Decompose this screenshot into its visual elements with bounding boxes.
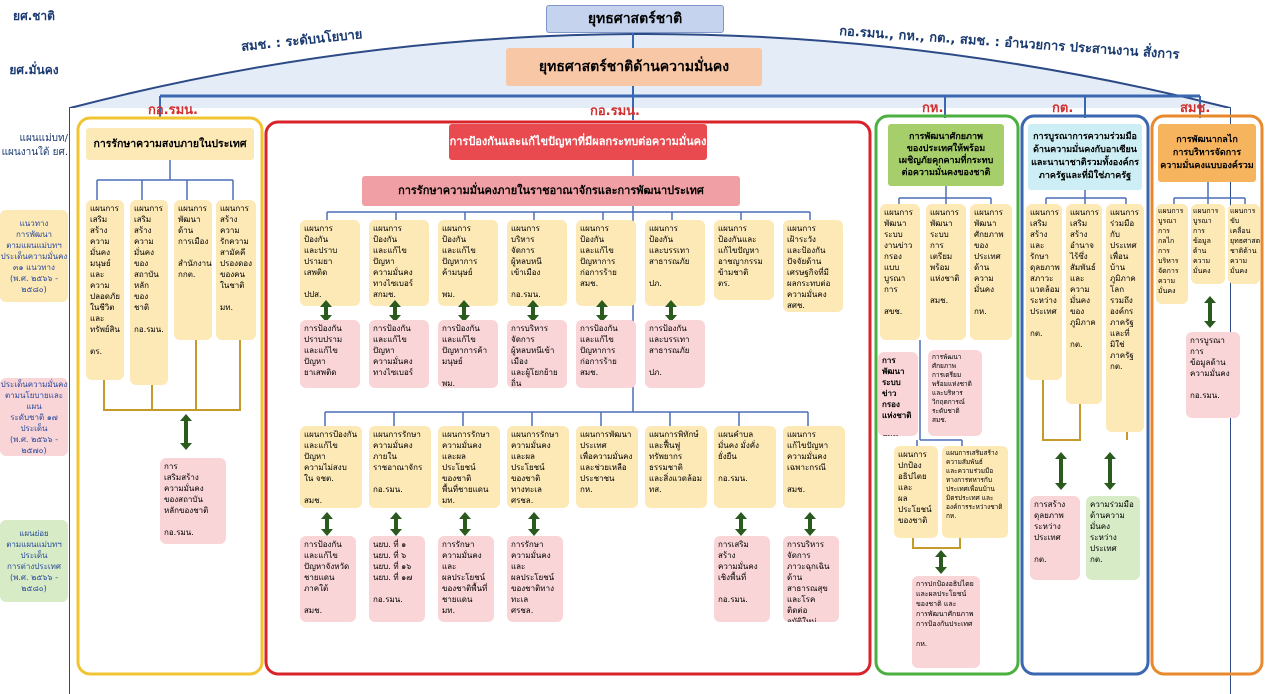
label-master-plan-line2: แผนงานใต้ ยศ. (1, 147, 68, 158)
panel2-row1-arrow-4 (527, 300, 539, 322)
panel4-box-3: แผนการ ร่วมมือ กับ ประเทศ เพื่อน บ้าน ภู… (1106, 204, 1144, 432)
panel2-row2-sub-6: การบริหารจัดการ ภาวะฉุกเฉิน ด้านสาธารณสุ… (783, 536, 839, 622)
panel1-arrow (180, 414, 192, 450)
label-security-strategy: ยศ.มั่นคง (9, 62, 59, 77)
panel5-arrow (1204, 296, 1216, 328)
panel3-box-3: แผนการ พัฒนา ศักยภาพ ของ ประเทศด้าน ความ… (970, 204, 1012, 340)
panel4-title: การบูรณาการความร่วมมือ ด้านความมั่นคงกับ… (1028, 124, 1142, 190)
panel2-row1-sub-5: การป้องกัน และแก้ไข ปัญหาการ ก่อการร้าย … (576, 320, 636, 388)
label-master-plan-line1: แผนแม่บท/ (19, 133, 69, 144)
panel1-box-3: แผนการ พัฒนา ด้าน การเมือง สำนักงาน กกต. (174, 200, 212, 340)
label-national-issues: ประเด็นความมั่นคง ตามนโยบายและแผน ระดับช… (0, 378, 68, 456)
panel3-title: การพัฒนาศักยภาพ ของประเทศให้พร้อม เผชิญภ… (888, 124, 1004, 186)
panel2-row1-box-4: แผนการ บริหาร จัดการ ผู้หลบหนี เข้าเมือง… (507, 220, 567, 306)
panel2-row2-arrow-6 (804, 512, 816, 536)
national-strategy-box: ยุทธศาสตร์ชาติ (546, 5, 724, 33)
panel2-row1-box-7: แผนการ ป้องกันและ แก้ไขปัญหา อาชญากรรม ข… (714, 220, 774, 300)
panel1-title: การรักษาความสงบภายในประเทศ (86, 128, 254, 160)
panel4-sub-2: ความร่วมมือ ด้านความ มั่นคง ระหว่าง ประเ… (1086, 496, 1140, 580)
panel2-row2-sub-4: การรักษา ความมั่นคง และ ผลประโยชน์ ของชา… (507, 536, 563, 622)
label-national-strategy: ยศ.ชาติ (13, 8, 55, 23)
label-master-plan: แผนแม่บท/ แผนงานใต้ ยศ. (0, 132, 68, 160)
panel2-frame (264, 120, 872, 676)
panel2-row2-arrow-3 (459, 512, 471, 536)
panel2-row1-box-1: แผนการ ป้องกัน และปราบ ปรามยา เสพติด ปปส… (300, 220, 360, 306)
panel1-box-2: แผนการ เสริม สร้าง ความ มั่นคง ของ สถาบั… (130, 200, 168, 385)
panel2-row1-sub-4: การบริหารจัดการ ผู้หลบหนีเข้าเมือง และผู… (507, 320, 567, 388)
panel2-row2-arrow-4 (528, 512, 540, 536)
panel1-box-1: แผนการ เสริม สร้างความ มั่นคง มนุษย์ และ… (86, 200, 124, 380)
panel2-row1-arrow-5 (596, 300, 608, 322)
column-head-3: กห. (922, 101, 944, 116)
panel2-row2-sub-5: การเสริมสร้าง ความมั่นคง เชิงพื้นที่ กอ.… (714, 536, 770, 622)
panel2-row1-box-6: แผนการ ป้องกัน และบรรเทา สาธารณภัย ปภ. (645, 220, 705, 306)
panel2-row1-arrow-2 (389, 300, 401, 322)
panel5-title: การพัฒนากลไก การบริหารจัดการ ความมั่นคงแ… (1158, 124, 1256, 182)
panel2-row2-arrow-5 (735, 512, 747, 536)
panel2-row2-box-8: แผนการ แก้ไขปัญหา ความมั่นคง เฉพาะกรณี ส… (783, 426, 845, 508)
panel2-row2-box-1: แผนการป้องกัน และแก้ไขปัญหา ความไม่สงบ ใ… (300, 426, 362, 508)
column-head-2: กอ.รมน. (590, 104, 640, 119)
column-head-4: กต. (1052, 101, 1074, 116)
panel2-row1-box-2: แผนการ ป้องกัน และแก้ไข ปัญหา ความมั่นคง… (369, 220, 429, 306)
panel1-sub: การ เสริมสร้าง ความมั่นคง ของสถาบัน หลัก… (160, 458, 226, 544)
panel5-frame (1150, 114, 1264, 676)
panel1-box-4: แผนการ สร้างความ รักความ สามัคคี ปรองดอง… (216, 200, 256, 340)
panel2-row1-arrow-1 (320, 300, 332, 322)
panel2-row1-sub-6: การป้องกัน และบรรเทา สาธารณภัย ปภ. (645, 320, 705, 388)
panel2-row2-arrow-1 (321, 512, 333, 536)
panel3-sub-1: การพัฒนา ระบบข่าว กรอง แห่งชาติ สขช. (878, 352, 918, 436)
panel3-frame (874, 114, 1020, 676)
panel2-row2-box-6: แผนการพิทักษ์ และฟื้นฟู ทรัพยากร ธรรมชาต… (645, 426, 707, 508)
panel3-box-4: แผนการ ปกป้อง อธิปไตย และ ผลประโยชน์ ของ… (894, 446, 938, 538)
panel4-sub-1: การสร้าง ดุลยภาพ ระหว่าง ประเทศ กต. (1030, 496, 1080, 580)
panel2-row2-sub-1: การป้องกัน และแก้ไข ปัญหาจังหวัด ชายแดน … (300, 536, 356, 622)
label-sub-plan: แผนย่อย ตามแผนแม่บทฯ ประเด็น การต่างประเ… (0, 520, 68, 602)
panel2-row2-box-7: แผนคำบล มั่นคง มั่งคั่ง ยั่งยืน กอ.รมน. (714, 426, 776, 508)
panel2-title: การป้องกันและแก้ไขปัญหาที่มีผลกระทบต่อคว… (449, 124, 707, 160)
panel2-row1-box-5: แผนการ ป้องกัน และแก้ไข ปัญหาการ ก่อการร… (576, 220, 636, 306)
panel2-row2-sub-2: นยบ. ที่ ๑ นยบ. ที่ ๖ นยบ. ที่ ๑๖ นยบ. ท… (369, 536, 425, 622)
security-strategy-box: ยุทธศาสตร์ชาติด้านความมั่นคง (506, 48, 762, 86)
panel2-row1-arrow-6 (665, 300, 677, 322)
panel2-row1-sub-2: การป้องกัน และแก้ไขปัญหา ความมั่นคง ทางไ… (369, 320, 429, 388)
column-head-5: สมช. (1180, 101, 1211, 116)
panel2-row1-box-3: แผนการ ป้องกัน และแก้ไข ปัญหาการ ค้ามนุษ… (438, 220, 498, 306)
panel2-subtitle: การรักษาความมั่นคงภายในราชอาณาจักรและการ… (362, 176, 740, 206)
panel3-arrow (935, 550, 947, 574)
panel4-box-1: แผนการ เสริม สร้างและ รักษา ดุลยภาพ สภาว… (1026, 204, 1062, 380)
panel5-sub: การบูรณาการ ข้อมูลด้าน ความมั่นคง กอ.รมน… (1186, 332, 1240, 418)
panel2-row1-arrow-3 (458, 300, 470, 322)
panel1-frame (76, 116, 264, 676)
panel3-sub-3: การปกป้องอธิปไตย และผลประโยชน์ ของชาติ แ… (912, 576, 980, 668)
panel4-box-2: แผนการ เสริม สร้างอำนาจ ไร้ซึ่ง สัมพันธ์… (1066, 204, 1102, 404)
panel2-row2-box-2: แผนการรักษา ความมั่นคง ภายใน ราชอาณาจักร… (369, 426, 431, 508)
panel3-sub-2: การพัฒนาศักยภาพ การเตรียม พร้อมแห่งชาติ … (928, 350, 982, 436)
panel2-row1-sub-1: การป้องกัน ปราบปราม และแก้ไขปัญหา ยาเสพต… (300, 320, 360, 388)
panel3-box-2: แผนการ พัฒนา ระบบ การ เตรียม พร้อม แห่งช… (926, 204, 966, 340)
panel3-box-5: แผนการเสริมสร้าง ความสัมพันธ์ และความร่ว… (942, 446, 1008, 538)
column-head-1: กอ.รมน. (148, 103, 198, 118)
panel2-row2-sub-3: การรักษา ความมั่นคง และ ผลประโยชน์ ของชา… (438, 536, 494, 622)
panel2-row2-arrow-2 (390, 512, 402, 536)
panel2-row2-box-3: แผนการรักษา ความมั่นคง และผลประโยชน์ ของ… (438, 426, 500, 508)
label-dev-guidelines: แนวทาง การพัฒนา ตามแผนแม่บทฯ ประเด็นความ… (0, 210, 68, 302)
panel4-arrow-2 (1104, 452, 1116, 490)
panel2-row2-box-5: แผนการพัฒนา ประเทศ เพื่อความมั่นคง และช่… (576, 426, 638, 508)
panel2-row2-box-4: แผนการรักษา ความมั่นคง และผลประโยชน์ ของ… (507, 426, 569, 508)
panel2-row1-sub-3: การป้องกัน และแก้ไข ปัญหาการค้ามนุษย์ พม… (438, 320, 498, 388)
panel4-frame (1020, 114, 1150, 676)
panel3-box-1: แผนการ พัฒนา ระบบ งานข่าว กรอง แบบ บูรณา… (880, 204, 920, 340)
panel4-arrow-1 (1055, 452, 1067, 490)
panel5-box-1: แผนการ บูรณาการ กลไก การบริหาร จัดการ คว… (1156, 204, 1188, 304)
panel2-row1-box-8: แผนการ เฝ้าระวัง และป้องกัน ปัจจัยด้าน เ… (783, 220, 843, 312)
panel5-box-3: แผนการ ขับเคลื่อน ยุทธศาสตร์ ชาติด้าน คว… (1228, 204, 1260, 284)
panel5-box-2: แผนการ บูรณาการ ข้อมูลด้าน ความมั่นคง กอ… (1191, 204, 1225, 284)
